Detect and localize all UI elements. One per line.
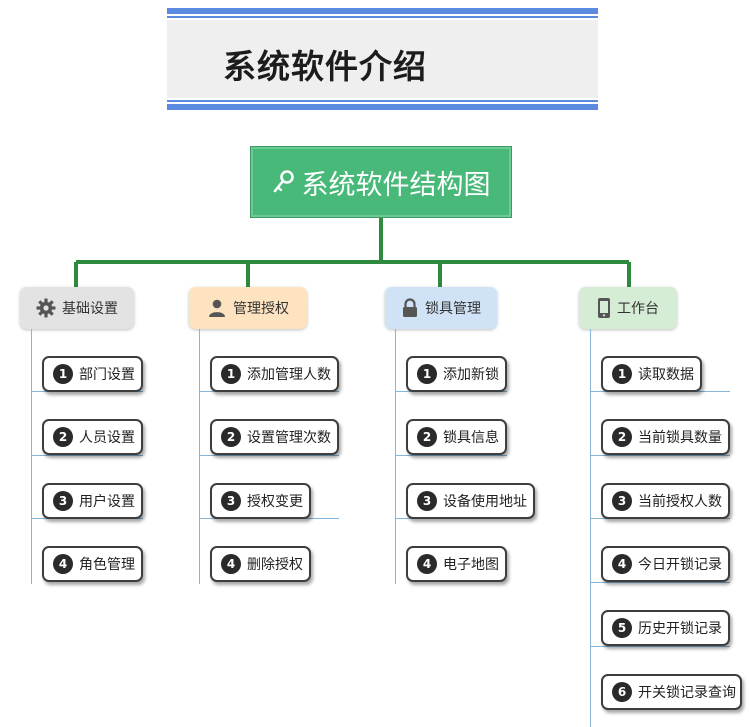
item-label: 历史开锁记录 [638,621,722,637]
item-label: 设置管理次数 [247,430,331,446]
step-number-badge: 2 [417,427,437,447]
banner-bottom-rule [167,104,598,110]
category-workbench: 工作台 [579,287,677,329]
item-label: 删除授权 [247,557,303,573]
branch-line [31,455,143,456]
item-label: 用户设置 [79,494,135,510]
list-item: 4 角色管理 [42,546,143,582]
list-item: 4 今日开锁记录 [601,546,730,582]
banner-top-rule [167,8,598,14]
list-item: 5 历史开锁记录 [601,610,730,646]
list-item: 6 开关锁记录查询 [601,674,742,710]
branch-line [395,455,507,456]
branch-line [590,646,730,647]
branch-line [31,329,32,584]
list-item: 1 读取数据 [601,356,702,392]
key-icon [273,170,294,193]
title-banner: 系统软件介绍 [167,8,598,110]
banner-top-rule-thin [167,16,598,18]
list-item: 4 删除授权 [210,546,311,582]
item-label: 今日开锁记录 [638,557,722,573]
list-item: 3 设备使用地址 [406,483,535,519]
branch-line [199,455,339,456]
step-number-badge: 4 [53,554,73,574]
list-item: 3 当前授权人数 [601,483,730,519]
step-number-badge: 1 [417,364,437,384]
step-number-badge: 4 [221,554,241,574]
step-number-badge: 1 [221,364,241,384]
item-label: 开关锁记录查询 [638,685,736,701]
branch-line [590,329,591,727]
item-label: 锁具信息 [443,430,499,446]
root-label: 系统软件结构图 [301,169,491,201]
step-number-badge: 1 [612,364,632,384]
category-label: 工作台 [617,301,659,317]
item-label: 当前授权人数 [638,494,722,510]
item-label: 添加管理人数 [247,367,331,383]
list-item: 3 用户设置 [42,483,143,519]
item-label: 授权变更 [247,494,303,510]
step-number-badge: 5 [612,618,632,638]
branch-line [395,329,396,584]
list-item: 1 添加新锁 [406,356,507,392]
step-number-badge: 4 [417,554,437,574]
list-item: 1 添加管理人数 [210,356,339,392]
item-label: 当前锁具数量 [638,430,722,446]
list-item: 4 电子地图 [406,546,507,582]
step-number-badge: 3 [53,491,73,511]
step-number-badge: 3 [221,491,241,511]
category-label: 锁具管理 [425,301,481,317]
list-item: 2 设置管理次数 [210,419,339,455]
step-number-badge: 2 [221,427,241,447]
lock-icon [401,298,419,318]
tree-connectors [74,218,631,287]
item-label: 人员设置 [79,430,135,446]
category-lock-management: 锁具管理 [385,287,497,329]
banner-bottom-rule-thin [167,100,598,102]
list-item: 2 锁具信息 [406,419,507,455]
category-label: 基础设置 [62,301,118,317]
branch-line [199,329,200,584]
item-label: 角色管理 [79,557,135,573]
list-item: 2 当前锁具数量 [601,419,730,455]
page-title: 系统软件介绍 [223,47,427,86]
step-number-badge: 6 [612,682,632,702]
step-number-badge: 3 [612,491,632,511]
list-item: 2 人员设置 [42,419,143,455]
gear-icon [36,298,56,318]
list-item: 3 授权变更 [210,483,311,519]
step-number-badge: 1 [53,364,73,384]
item-label: 添加新锁 [443,367,499,383]
category-authorization: 管理授权 [189,287,307,329]
step-number-badge: 2 [612,427,632,447]
branch-line [590,582,730,583]
list-item: 1 部门设置 [42,356,143,392]
category-label: 管理授权 [233,301,289,317]
item-label: 设备使用地址 [443,494,527,510]
branch-line [590,455,730,456]
banner-panel [167,20,598,98]
item-label: 电子地图 [443,557,499,573]
item-label: 部门设置 [79,367,135,383]
step-number-badge: 2 [53,427,73,447]
root-node: 系统软件结构图 [250,146,512,218]
category-basic-settings: 基础设置 [20,287,134,329]
step-number-badge: 4 [612,554,632,574]
step-number-badge: 3 [417,491,437,511]
item-label: 读取数据 [638,367,694,383]
user-icon [207,298,227,318]
phone-icon [597,297,611,319]
